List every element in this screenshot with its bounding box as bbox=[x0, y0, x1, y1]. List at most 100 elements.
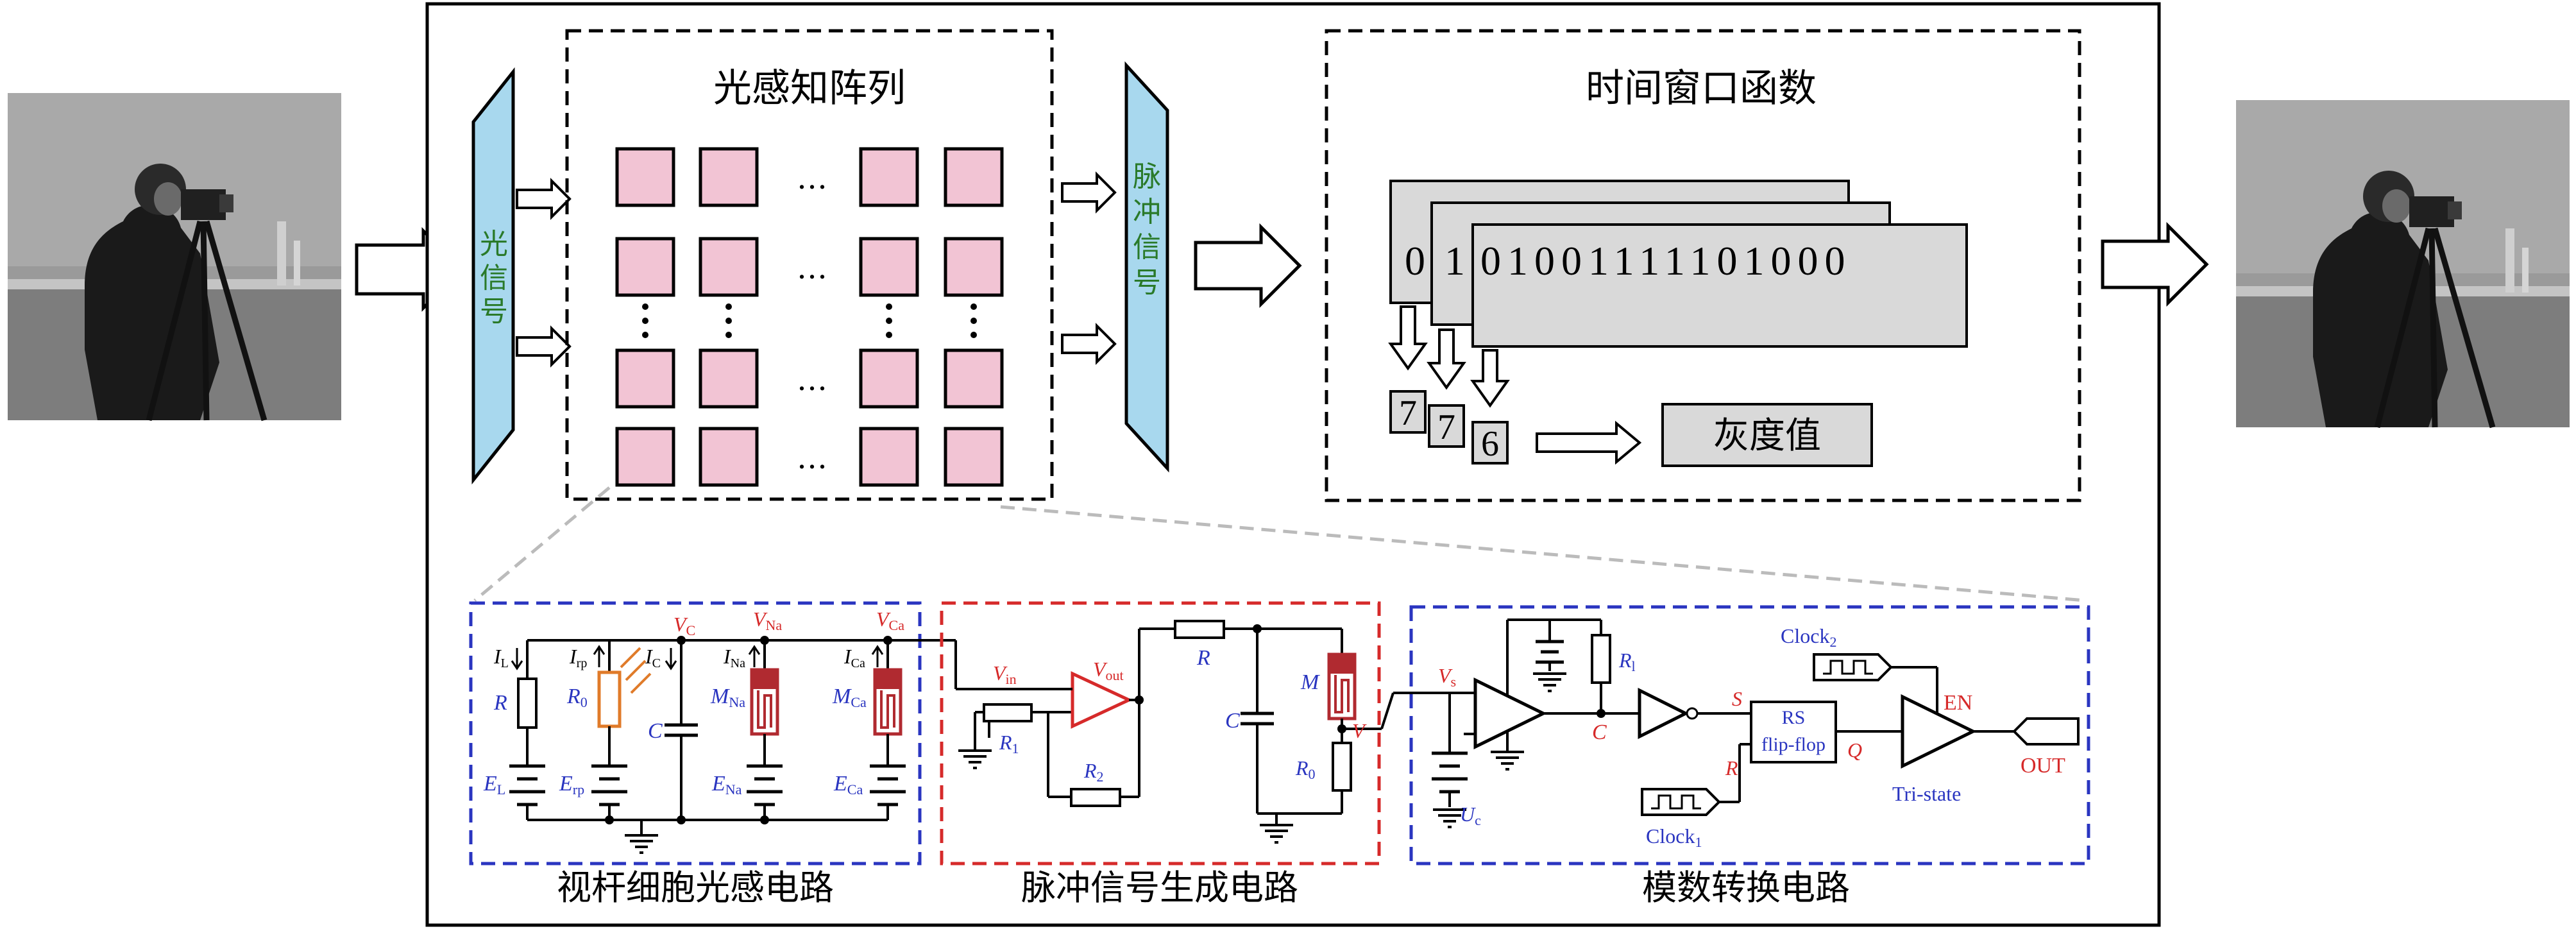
pulse-signal-char-2: 冲 bbox=[1133, 196, 1161, 228]
label-Clock2: Clock2 bbox=[1781, 624, 1836, 650]
pulse-signal-char-1: 脉 bbox=[1133, 160, 1161, 193]
label-M: M bbox=[1300, 670, 1320, 694]
pixel-cell bbox=[859, 237, 919, 297]
label-V: V bbox=[1352, 719, 1367, 742]
pixel-ellipsis-horizontal: … bbox=[797, 362, 827, 398]
label-IC: IC bbox=[645, 645, 661, 670]
label-Q: Q bbox=[1847, 738, 1862, 762]
rs-line2: flip-flop bbox=[1761, 734, 1826, 755]
pulse-generation-circuit: Vin Vout R1 R2 R C M R0 V 脉冲信号生成电路 bbox=[940, 601, 1434, 908]
pixel-cell bbox=[615, 427, 675, 487]
array-input-arrow-2 bbox=[516, 325, 572, 368]
label-R0: R0 bbox=[566, 685, 588, 710]
light-signal-char-1: 光 bbox=[480, 228, 508, 260]
label-C: C bbox=[1592, 720, 1607, 744]
label-Vs: Vs bbox=[1438, 664, 1456, 690]
pulse-generation-caption: 脉冲信号生成电路 bbox=[1021, 867, 1298, 908]
window-input-arrow bbox=[1194, 223, 1302, 309]
pixel-ellipsis-vertical bbox=[970, 318, 977, 324]
rod-cell-caption: 视杆细胞光感电路 bbox=[557, 867, 834, 908]
pulse-signal-char-3: 信 bbox=[1133, 231, 1161, 264]
bit-mid: 1 bbox=[1445, 238, 1465, 284]
rod-cell-circuit: VC VNa VCa IL Irp IC INa ICa R R0 C MNa … bbox=[469, 601, 1001, 908]
pixel-ellipsis-vertical bbox=[886, 303, 892, 310]
pixel-ellipsis-vertical bbox=[886, 318, 892, 324]
photosensitive-array: 光感知阵列 … … … … bbox=[565, 29, 1054, 501]
pulse-signal-char-4: 号 bbox=[1133, 266, 1161, 299]
label-Rl: Rl bbox=[1618, 649, 1636, 674]
pixel-cell bbox=[944, 348, 1004, 409]
pulse-input-arrow-1 bbox=[1061, 171, 1117, 214]
output-arrow bbox=[2101, 221, 2209, 307]
pixel-ellipsis-horizontal: … bbox=[797, 160, 827, 196]
pixel-ellipsis-vertical bbox=[642, 332, 648, 338]
pulse-signal-block: 脉 冲 信 号 bbox=[1124, 61, 1169, 473]
pixel-cell bbox=[944, 147, 1004, 207]
digit-1: 7 bbox=[1399, 393, 1417, 433]
label-EN: EN bbox=[1944, 691, 1972, 715]
label-tristate: Tri-state bbox=[1892, 782, 1961, 805]
pixel-ellipsis-vertical bbox=[970, 332, 977, 338]
window-title: 时间窗口函数 bbox=[1586, 66, 1817, 111]
adc-circuit: RS flip-flop Vs Uc Rl C Clock2 Clock1 S … bbox=[1409, 605, 2090, 908]
label-R1: R1 bbox=[999, 731, 1019, 756]
pixel-cell bbox=[699, 348, 759, 409]
array-title: 光感知阵列 bbox=[713, 66, 906, 111]
digit-2: 7 bbox=[1437, 407, 1455, 447]
pixel-cell bbox=[699, 147, 759, 207]
bits-main: 01001111101000 bbox=[1480, 238, 1852, 284]
output-image bbox=[2236, 100, 2570, 427]
label-Vout: Vout bbox=[1093, 658, 1124, 683]
pixel-ellipsis-vertical bbox=[642, 303, 648, 310]
pixel-ellipsis-vertical bbox=[725, 318, 732, 324]
label-IL: IL bbox=[493, 645, 509, 670]
pixel-ellipsis-vertical bbox=[970, 303, 977, 310]
pixel-cell bbox=[859, 348, 919, 409]
label-Uc: Uc bbox=[1460, 803, 1481, 828]
label-C: C bbox=[1225, 709, 1240, 733]
pixel-cell bbox=[944, 427, 1004, 487]
label-ICa: ICa bbox=[843, 645, 865, 670]
adc-caption: 模数转换电路 bbox=[1642, 867, 1850, 908]
pixel-cell bbox=[615, 147, 675, 207]
zoom-line-left bbox=[473, 486, 611, 602]
label-MNa: MNa bbox=[710, 685, 745, 710]
input-image bbox=[8, 93, 341, 420]
label-Vin: Vin bbox=[993, 661, 1017, 687]
pixel-cell bbox=[615, 348, 675, 409]
label-Clock1: Clock1 bbox=[1646, 824, 1702, 850]
label-R0: R0 bbox=[1295, 756, 1316, 782]
pixel-ellipsis-vertical bbox=[642, 318, 648, 324]
pixel-cell bbox=[859, 427, 919, 487]
label-VCa: VCa bbox=[876, 608, 904, 633]
pixel-ellipsis-vertical bbox=[886, 332, 892, 338]
label-C: C bbox=[648, 719, 663, 743]
label-OUT: OUT bbox=[2021, 754, 2065, 778]
light-signal-block: 光 信 号 bbox=[471, 67, 515, 485]
gray-value-label: 灰度值 bbox=[1713, 415, 1821, 457]
label-S: S bbox=[1732, 687, 1742, 710]
pixel-ellipsis-horizontal: … bbox=[797, 440, 827, 476]
label-R2: R2 bbox=[1083, 759, 1104, 785]
digit-3: 6 bbox=[1481, 424, 1499, 464]
label-R: R bbox=[493, 691, 507, 715]
bit-front: 0 bbox=[1405, 238, 1425, 284]
array-input-arrow-1 bbox=[516, 178, 572, 220]
zoom-line-right bbox=[1000, 505, 2085, 602]
pixel-ellipsis-vertical bbox=[725, 303, 732, 310]
label-R: R bbox=[1725, 756, 1738, 780]
label-MCa: MCa bbox=[832, 685, 867, 710]
label-Erp: Erp bbox=[559, 772, 584, 797]
pixel-ellipsis-horizontal: … bbox=[797, 250, 827, 286]
label-VNa: VNa bbox=[753, 608, 782, 633]
pixel-cell bbox=[699, 427, 759, 487]
rs-line1: RS bbox=[1782, 707, 1806, 728]
time-window-block: 时间窗口函数 0 1 01001111101000 7 7 6 灰度值 bbox=[1325, 29, 2081, 502]
pixel-cell bbox=[859, 147, 919, 207]
pixel-cell bbox=[944, 237, 1004, 297]
label-R: R bbox=[1196, 646, 1210, 670]
label-ECa: ECa bbox=[833, 772, 863, 797]
pixel-ellipsis-vertical bbox=[725, 332, 732, 338]
pixel-cell bbox=[699, 237, 759, 297]
